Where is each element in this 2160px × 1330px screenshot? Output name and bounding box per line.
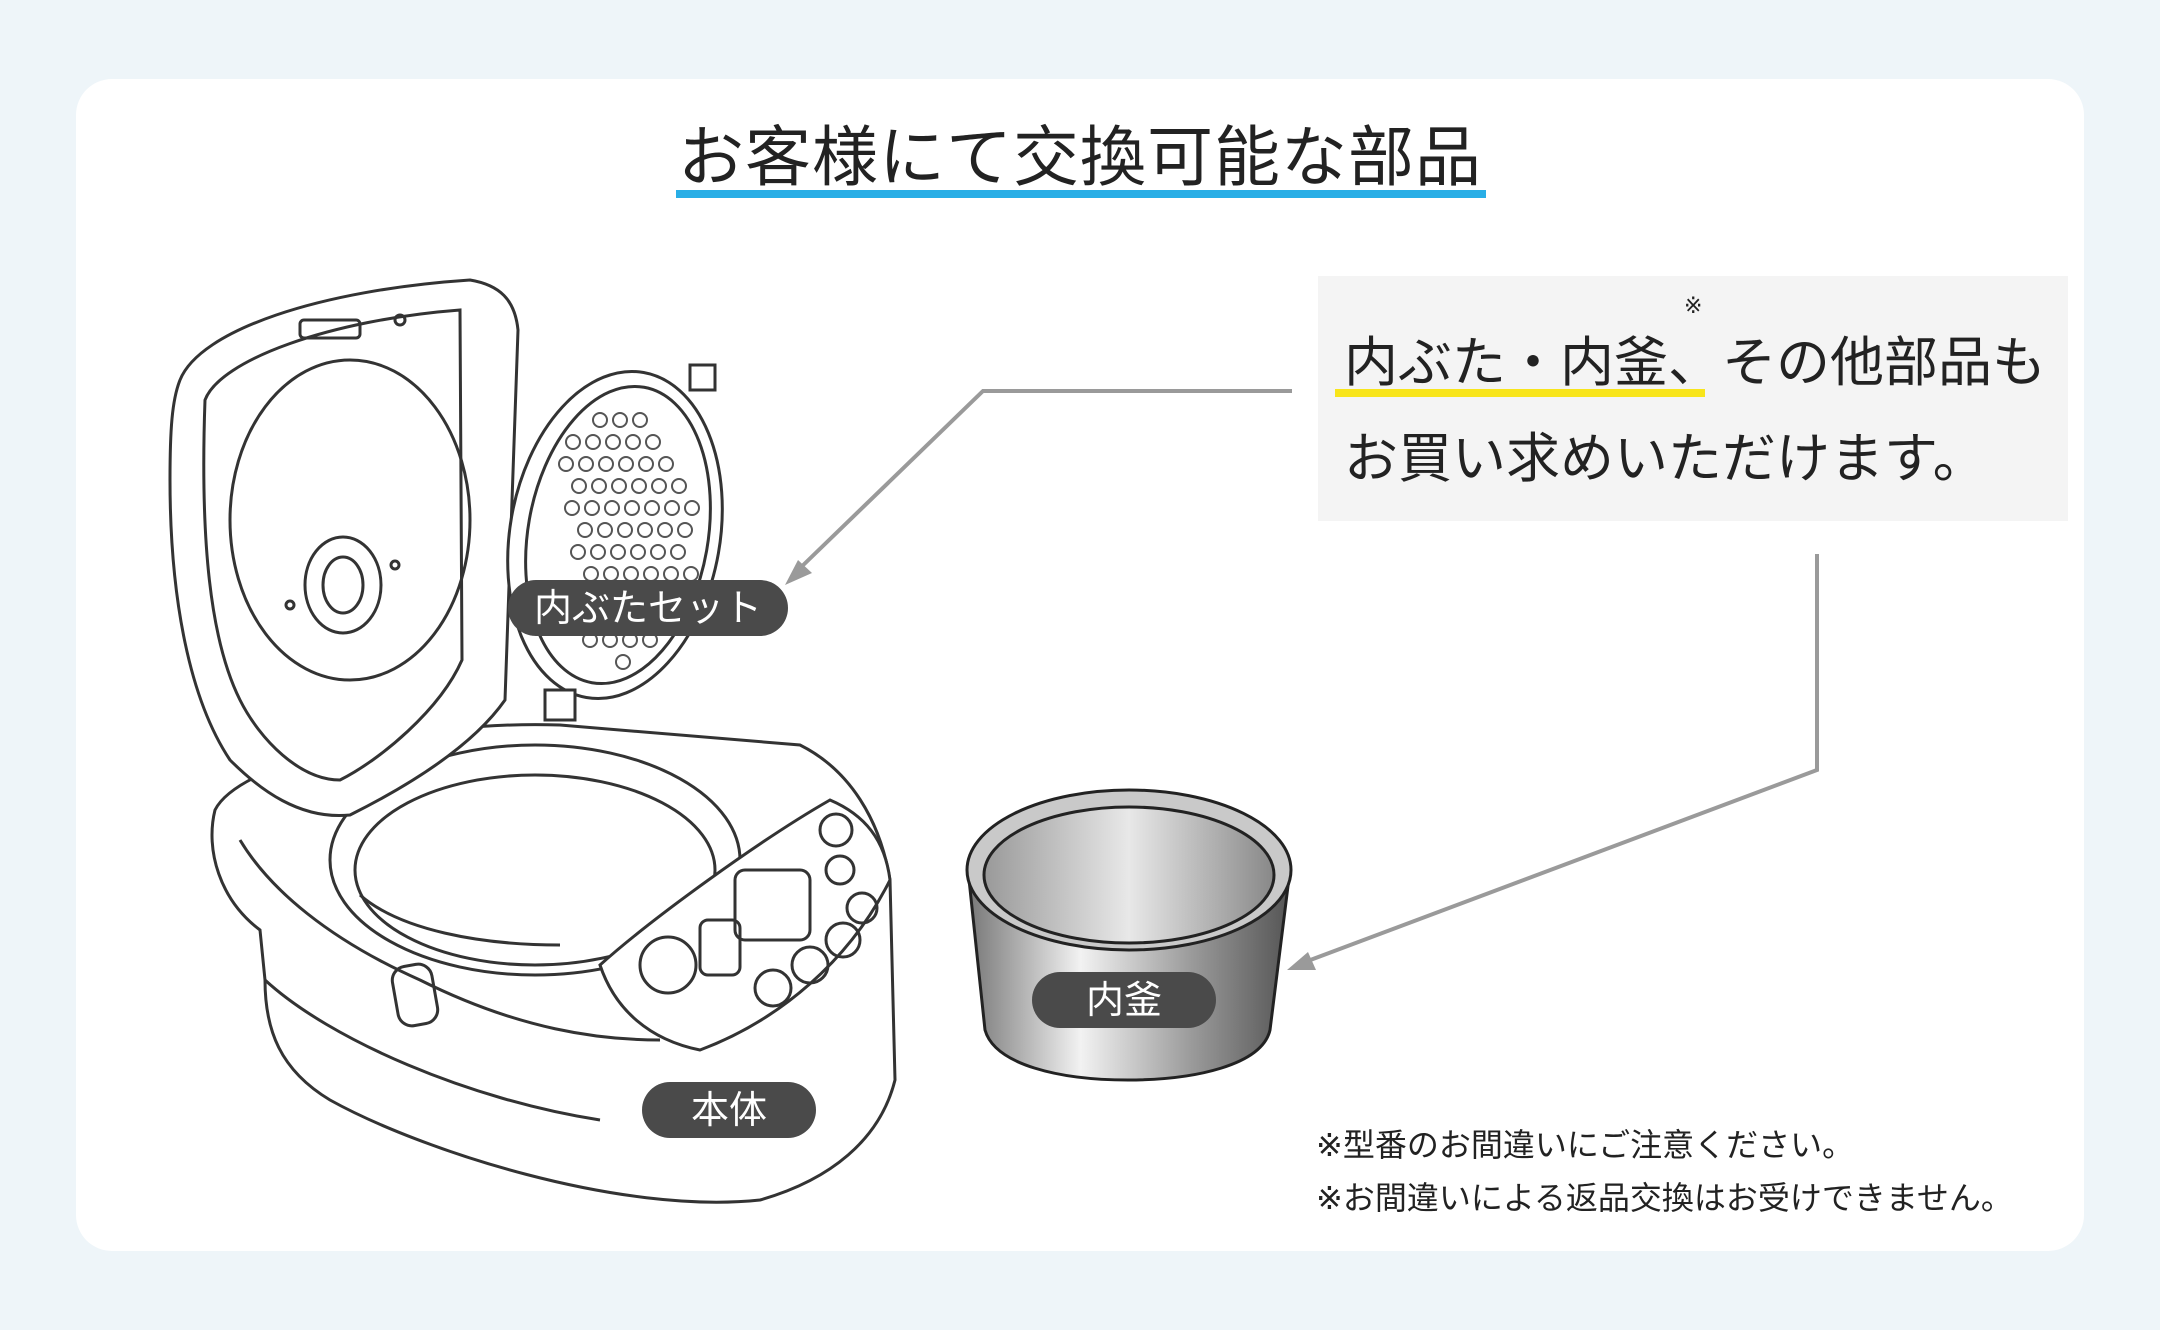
note-no-returns: ※お間違いによる返品交換はお受けできません。 [1316,1179,2013,1217]
lid-hole [558,456,574,472]
lid-hole [638,456,654,472]
lid-hole [584,500,600,516]
lid-hole [617,522,633,538]
lid-hole [577,522,593,538]
lid-hole [570,544,586,560]
lid-hole [651,478,667,494]
lid-hole [565,434,581,450]
lid-hole [591,478,607,494]
lid-hole [625,434,641,450]
lid-hole [578,456,594,472]
lid-hole [630,544,646,560]
lid-hole [671,478,687,494]
lid-hole [590,544,606,560]
leader-lines [785,389,1819,970]
lid-hole [670,544,686,560]
rice-cooker-illustration [168,278,897,1204]
highlight-underline [1335,389,1705,397]
callout-box [1318,276,2068,521]
lid-hole [597,522,613,538]
inner-pot-illustration [965,788,1293,1082]
lid-hole [571,478,587,494]
callout-line-1: 内ぶた・内釜、その他部品も [1344,331,2046,394]
lid-hole [610,544,626,560]
lid-hole [604,500,620,516]
lid-hole [564,500,580,516]
lid-hole [592,412,608,428]
lid-hole [684,500,700,516]
lid-hole [658,456,674,472]
lid-hole [677,522,693,538]
note-mark: ※ [1684,294,1703,319]
lid-hole [632,412,648,428]
inner-lid-illustration [506,363,724,722]
callout-line-2: お買い求めいただけます。 [1344,427,1987,490]
lid-hole [598,456,614,472]
lid-hole [664,500,680,516]
label-body: 本体 [642,1082,816,1138]
lid-hole [615,654,631,670]
page-title: お客様にて交換可能な部品 [678,119,1482,196]
lid-hole [585,434,601,450]
lid-hole [657,522,673,538]
title-underline [676,190,1486,198]
lid-hole [612,412,628,428]
label-inner-lid-set: 内ぶたセット [508,580,788,636]
note-model-number: ※型番のお間違いにご注意ください。 [1316,1126,1855,1164]
lid-hole [624,500,640,516]
lid-hole [611,478,627,494]
lid-hole [645,434,661,450]
label-inner-pot: 内釜 [1032,972,1216,1028]
lid-hole [637,522,653,538]
lid-hole [605,434,621,450]
lid-hole [644,500,660,516]
lid-hole [631,478,647,494]
lid-hole [618,456,634,472]
lid-hole [650,544,666,560]
